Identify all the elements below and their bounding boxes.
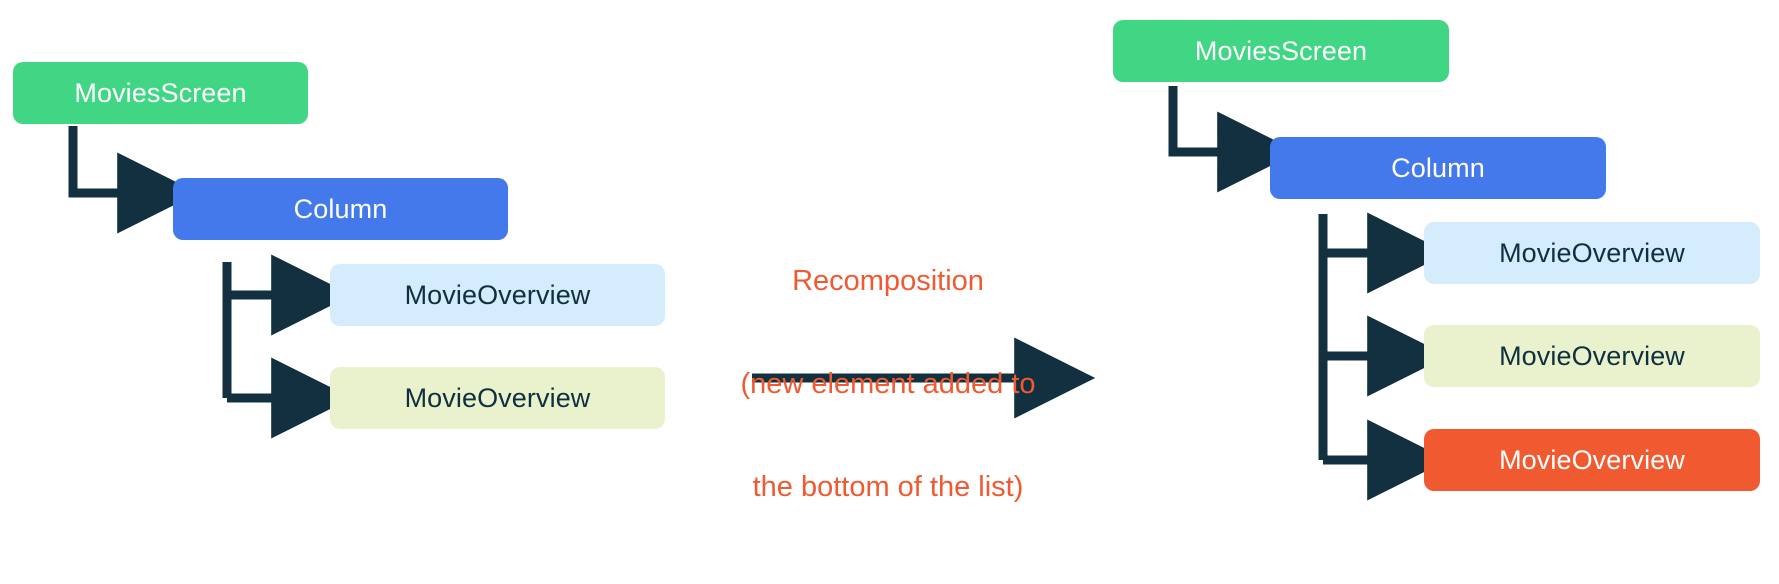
before-movies-screen-label: MoviesScreen <box>74 77 247 108</box>
after-node-column[interactable]: Column <box>1270 137 1606 199</box>
wire-right-screen-to-column <box>1168 86 1299 193</box>
after-column-label: Column <box>1391 152 1485 183</box>
after-node-movie-overview-1[interactable]: MovieOverview <box>1424 222 1760 284</box>
before-column-label: Column <box>293 193 388 224</box>
before-node-movies-screen[interactable]: MoviesScreen <box>13 62 308 124</box>
recomposition-caption-line-1: Recomposition <box>792 265 984 298</box>
after-movie-overview-1-label: MovieOverview <box>1499 237 1685 268</box>
after-movies-screen-label: MoviesScreen <box>1194 35 1368 66</box>
before-node-column[interactable]: Column <box>173 178 508 240</box>
after-movie-overview-3-label: MovieOverview <box>1499 444 1685 475</box>
after-node-movie-overview-3-new[interactable]: MovieOverview <box>1424 429 1760 491</box>
before-movie-overview-1-label: MovieOverview <box>404 279 591 310</box>
before-node-movie-overview-1[interactable]: MovieOverview <box>330 264 665 326</box>
before-node-movie-overview-2[interactable]: MovieOverview <box>330 367 665 429</box>
recomposition-caption-line-2: (new element added to <box>740 368 1036 401</box>
after-node-movie-overview-2[interactable]: MovieOverview <box>1424 325 1760 387</box>
after-node-movies-screen[interactable]: MoviesScreen <box>1113 20 1449 82</box>
recomposition-caption-line-3: the bottom of the list) <box>752 470 1024 503</box>
wire-left-screen-to-column <box>68 126 199 234</box>
wire-left-column-to-items <box>222 254 353 439</box>
after-movie-overview-2-label: MovieOverview <box>1499 340 1685 371</box>
before-movie-overview-2-label: MovieOverview <box>404 382 591 413</box>
wire-right-column-to-items <box>1318 212 1449 501</box>
recomposition-caption: Recomposition (new element added to the … <box>656 196 1120 572</box>
